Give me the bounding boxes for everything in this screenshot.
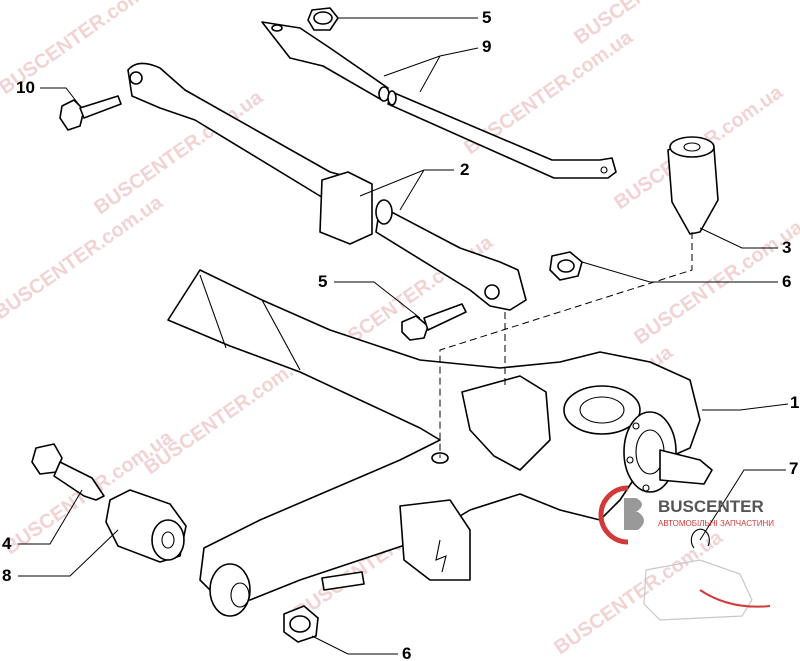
callout-7: 7 — [789, 459, 798, 478]
watermark: BUSCENTER.com.ua — [550, 526, 727, 659]
part-6-nut-bottom — [283, 605, 319, 643]
part-4-bolt — [31, 443, 105, 501]
logo-name: BUSCENTER — [658, 497, 764, 516]
logo-b-icon — [624, 498, 644, 530]
alignment-lines — [439, 232, 693, 458]
callout-8: 8 — [2, 566, 11, 585]
part-8-bushing — [105, 489, 187, 563]
part-9-rods — [261, 21, 617, 179]
callout-3: 3 — [782, 238, 791, 257]
callout-6-top: 5 — [482, 8, 491, 27]
part-6-nut-top — [307, 7, 339, 31]
logo-swoosh-icon — [699, 589, 771, 608]
watermark: BUSCENTER.com.ua — [0, 191, 167, 324]
callout-9: 9 — [482, 37, 491, 56]
callout-6-bottom: 6 — [402, 644, 411, 661]
part-1-axle-beam — [167, 269, 713, 617]
part-10-bolt — [59, 95, 122, 131]
part-3-bump-stop — [667, 136, 719, 235]
buscenter-logo: BUSCENTER АВТОМОБІЛЬНІ ЗАПЧАСТИНИ — [598, 485, 774, 621]
part-2-link-arm — [127, 62, 527, 311]
callouts: 5 9 10 2 3 6 5 1 7 4 8 6 — [2, 8, 799, 661]
callout-5: 5 — [318, 272, 327, 291]
logo-tagline: АВТОМОБІЛЬНІ ЗАПЧАСТИНИ — [658, 519, 774, 528]
logo-c-icon — [598, 485, 629, 545]
callout-1: 1 — [790, 393, 799, 412]
watermark: BUSCENTER.com.ua — [570, 0, 747, 49]
logo-van-icon — [643, 559, 753, 621]
callout-10: 10 — [16, 78, 35, 97]
leader-lines — [18, 17, 789, 655]
part-6-nut-middle — [549, 251, 583, 281]
part-7-circlip — [690, 528, 710, 549]
callout-2: 2 — [460, 160, 469, 179]
callout-4: 4 — [2, 534, 12, 553]
part-5-bolt — [401, 303, 467, 341]
callout-6-middle: 6 — [782, 272, 791, 291]
